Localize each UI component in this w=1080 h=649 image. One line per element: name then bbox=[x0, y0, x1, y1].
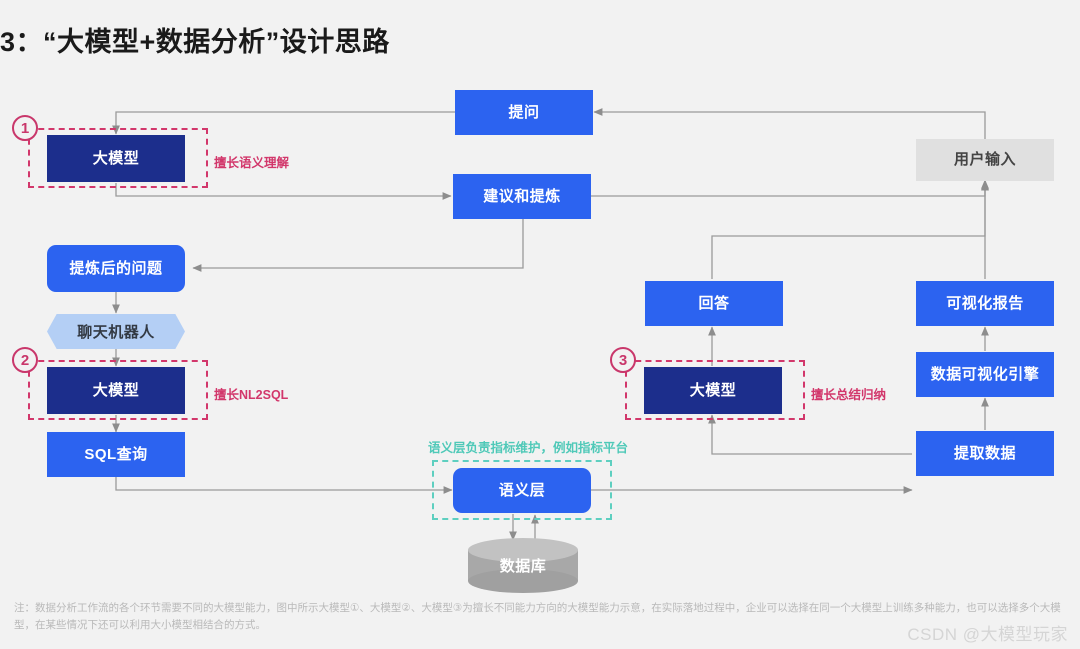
group-box-llm3 bbox=[625, 360, 805, 420]
wire-user-to-ask bbox=[593, 108, 986, 140]
database-label: 数据库 bbox=[499, 558, 547, 575]
database-bottom-ellipse bbox=[468, 569, 578, 593]
wire-extract-to-llm3 bbox=[708, 414, 912, 455]
node-semantic-layer[interactable]: 语义层 bbox=[453, 468, 591, 513]
wire-suggest-to-refined bbox=[192, 218, 524, 272]
caption-summarize: 擅长总结归纳 bbox=[811, 388, 887, 402]
footnote: 注：数据分析工作流的各个环节需要不同的大模型能力，图中所示大模型①、大模型②、大… bbox=[14, 602, 1061, 632]
caption-semantic-understanding: 擅长语义理解 bbox=[214, 156, 290, 170]
node-ask[interactable]: 提问 bbox=[455, 90, 593, 135]
node-chatbot[interactable]: 聊天机器人 bbox=[47, 314, 185, 349]
group-box-llm1 bbox=[28, 128, 208, 188]
caption-semantic-layer-note: 语义层负责指标维护，例如指标平台 bbox=[428, 441, 629, 455]
node-suggest-refine[interactable]: 建议和提炼 bbox=[453, 174, 591, 219]
group-box-semantic-layer bbox=[432, 460, 612, 520]
step-marker-2: 2 bbox=[12, 347, 38, 373]
node-viz-engine[interactable]: 数据可视化引擎 bbox=[916, 352, 1054, 397]
node-refined-question[interactable]: 提炼后的问题 bbox=[47, 245, 185, 292]
node-extract-data[interactable]: 提取数据 bbox=[916, 431, 1054, 476]
wire-suggest-to-user bbox=[591, 179, 989, 197]
group-box-llm2 bbox=[28, 360, 208, 420]
wire-answer-to-user bbox=[711, 181, 989, 279]
node-answer[interactable]: 回答 bbox=[645, 281, 783, 326]
node-llm-3[interactable]: 大模型 bbox=[644, 367, 782, 414]
wire-ask-to-llm1 bbox=[112, 111, 455, 135]
wire-sql-to-semantic bbox=[115, 477, 453, 494]
database-top-ellipse bbox=[468, 538, 578, 562]
node-user-input[interactable]: 用户输入 bbox=[916, 139, 1054, 181]
node-sql-query[interactable]: SQL查询 bbox=[47, 432, 185, 477]
caption-nl2sql: 擅长NL2SQL bbox=[214, 388, 289, 402]
node-database[interactable]: 数据库 bbox=[468, 538, 578, 593]
step-marker-3: 3 bbox=[610, 347, 636, 373]
watermark: CSDN @大模型玩家 bbox=[907, 625, 1068, 644]
step-marker-1: 1 bbox=[12, 115, 38, 141]
node-viz-report[interactable]: 可视化报告 bbox=[916, 281, 1054, 326]
node-llm-2[interactable]: 大模型 bbox=[47, 367, 185, 414]
page-title: 3：“大模型+数据分析”设计思路 bbox=[0, 27, 390, 57]
node-llm-1[interactable]: 大模型 bbox=[47, 135, 185, 182]
